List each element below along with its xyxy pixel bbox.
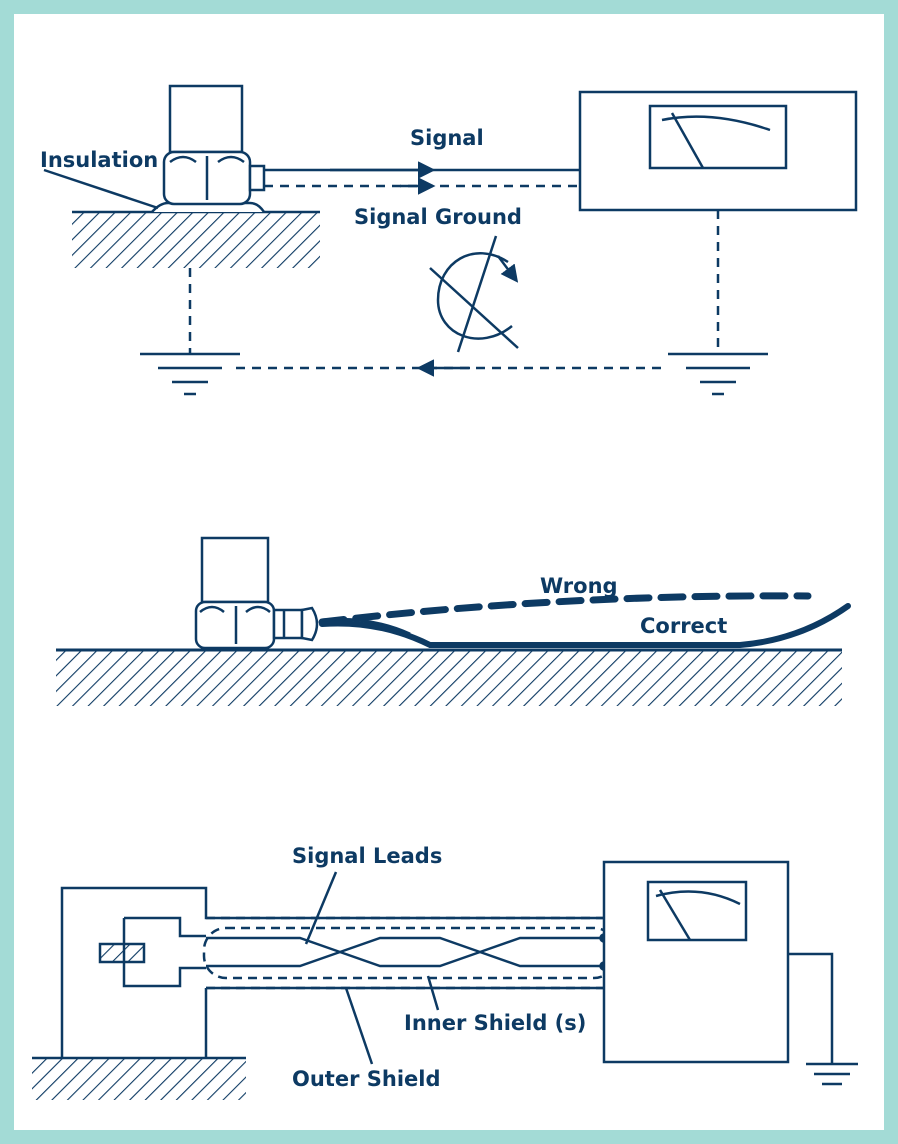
- signal-leads-leader: [304, 871, 338, 945]
- ground-symbol-instrument: [806, 1062, 858, 1086]
- mounting-surface: [56, 650, 842, 706]
- label-correct: Correct: [640, 614, 727, 638]
- meter-needle-3: [658, 889, 692, 941]
- instrument-ground-wire: [788, 952, 834, 1064]
- mounting-base: [72, 212, 320, 268]
- ground-symbol-right: [668, 352, 768, 396]
- ground-symbol-left: [140, 352, 240, 396]
- inner-shield-leader: [426, 975, 440, 1011]
- panel-shielding: [32, 860, 858, 1100]
- meter-needle: [670, 112, 705, 169]
- label-signal: Signal: [410, 126, 484, 150]
- signal-lead-a: [206, 936, 604, 968]
- label-inner-shield: Inner Shield (s): [404, 1011, 586, 1035]
- ground-loop-break-icon: [429, 235, 519, 353]
- mounting-base-3: [32, 1058, 246, 1100]
- label-wrong: Wrong: [540, 574, 618, 598]
- accelerometer-connector: [248, 164, 266, 192]
- accelerometer-body: [168, 84, 244, 154]
- cable-correct: [319, 603, 851, 648]
- connector-tip: [300, 606, 319, 642]
- inner-shield: [202, 926, 618, 980]
- label-insulation: Insulation: [40, 148, 158, 172]
- panel-ground-loop: [43, 84, 858, 396]
- outer-shield-leader: [344, 987, 374, 1065]
- signal-lead-b: [206, 936, 604, 968]
- panel-cable-routing: [56, 536, 851, 706]
- meter-dial: [648, 104, 788, 170]
- accelerometer-body-2: [200, 536, 270, 604]
- inner-housing: [122, 916, 206, 988]
- cable-wrong: [318, 592, 812, 626]
- connector-2: [272, 608, 304, 640]
- transducer-element: [98, 942, 146, 964]
- insulation-leader: [43, 168, 159, 210]
- label-signal-ground: Signal Ground: [354, 205, 522, 229]
- label-signal-leads: Signal Leads: [292, 844, 442, 868]
- label-outer-shield: Outer Shield: [292, 1067, 441, 1091]
